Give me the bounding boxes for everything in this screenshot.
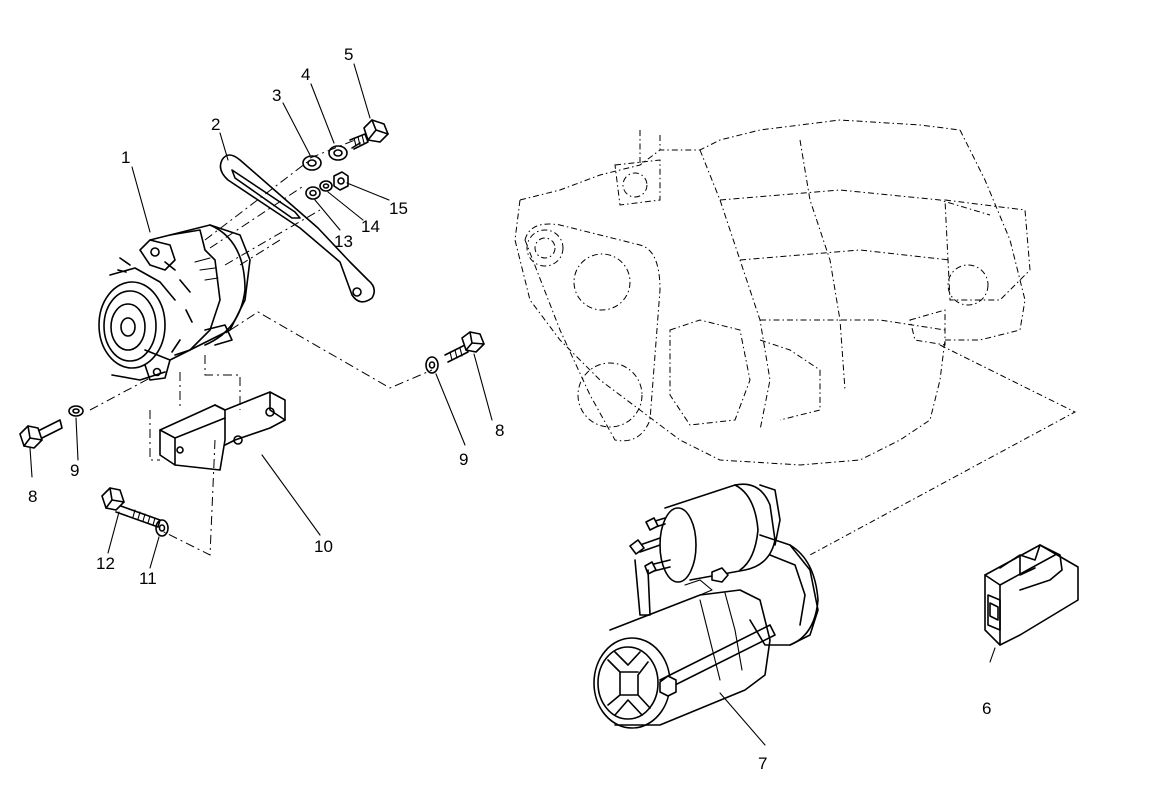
- callout-2: 2: [211, 115, 220, 134]
- callout-labels: 1 2 3 4 5 6 7 8 8 9 9 10 11 12 13 14 15: [28, 45, 991, 773]
- callout-8-left: 8: [28, 487, 37, 506]
- callout-12: 12: [96, 554, 115, 573]
- callout-3: 3: [272, 86, 281, 105]
- upper-hardware: [302, 119, 389, 200]
- callout-15: 15: [389, 199, 408, 218]
- long-bolt-washer: [101, 487, 169, 537]
- leader-lines: [29, 63, 996, 746]
- callout-1: 1: [121, 148, 130, 167]
- bolt-washer-right: [425, 331, 485, 374]
- callout-11: 11: [139, 569, 157, 588]
- callout-6: 6: [982, 699, 991, 718]
- callout-8-right: 8: [495, 421, 504, 440]
- callout-4: 4: [301, 65, 310, 84]
- engine-block: [514, 119, 1077, 556]
- bolt-washer-left: [19, 405, 84, 449]
- callout-7: 7: [758, 754, 767, 773]
- callout-10: 10: [314, 537, 333, 556]
- starter-motor: [593, 483, 819, 729]
- callout-9-right: 9: [459, 450, 468, 469]
- alternator: [98, 224, 251, 381]
- callout-9-left: 9: [70, 461, 79, 480]
- assembly-lines-left: [89, 139, 433, 556]
- callout-13: 13: [334, 232, 353, 251]
- mounting-bracket: [159, 391, 286, 471]
- callout-14: 14: [361, 217, 380, 236]
- callout-5: 5: [344, 45, 353, 64]
- adjusting-bracket: [219, 154, 376, 303]
- connector: [984, 544, 1079, 646]
